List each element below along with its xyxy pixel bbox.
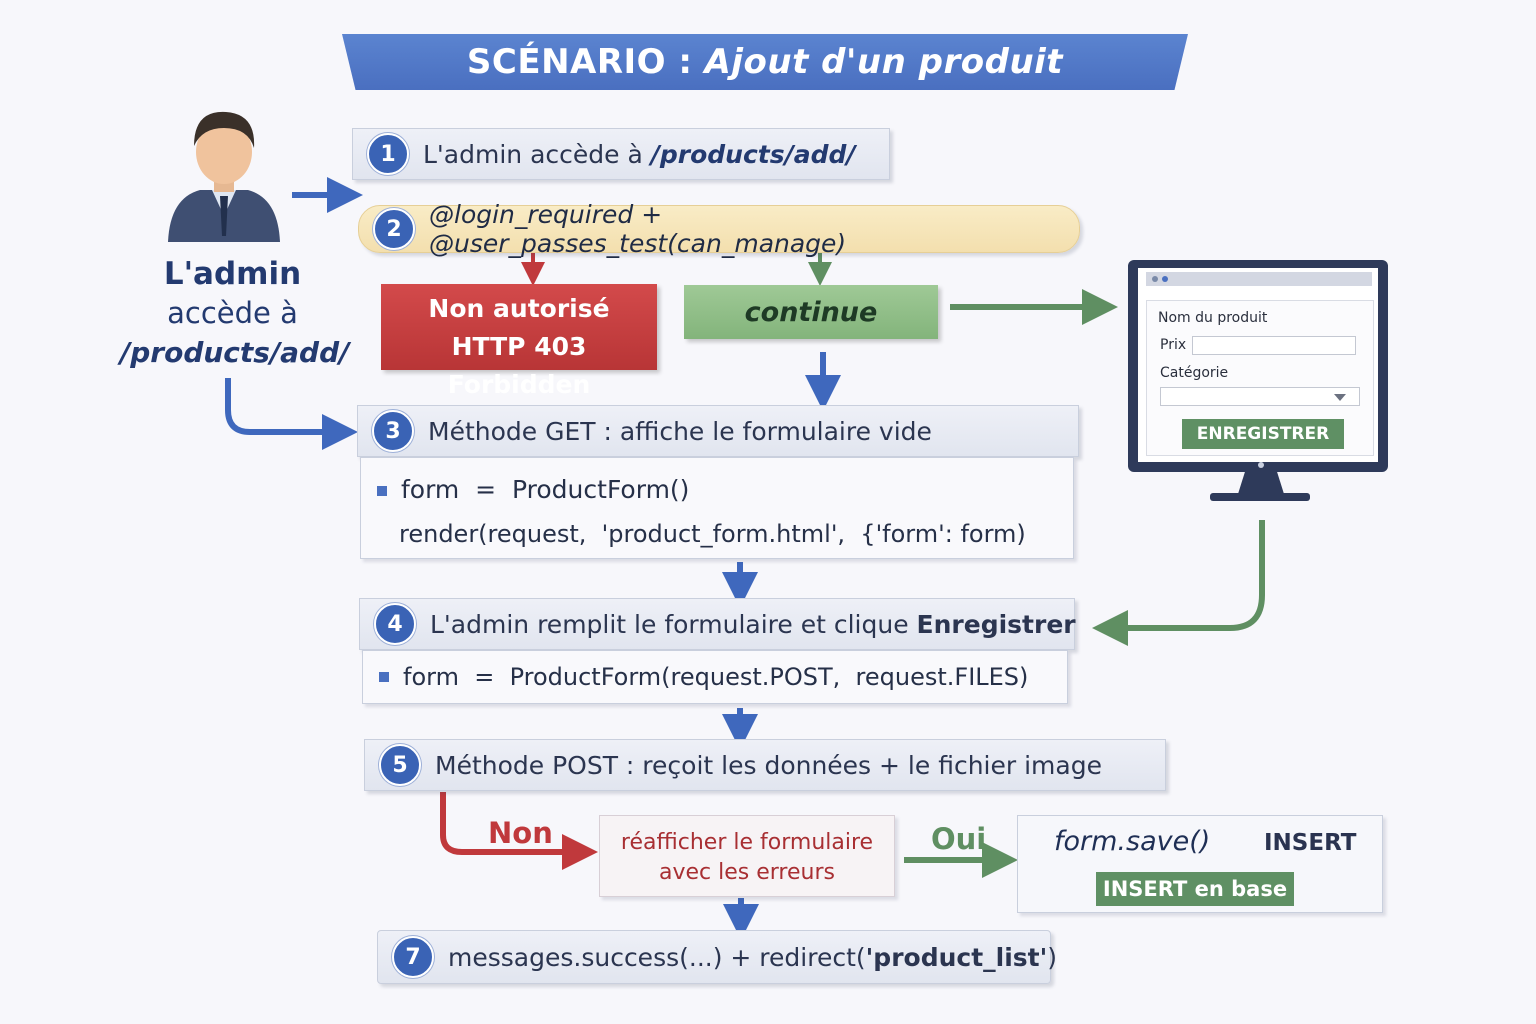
step-text: L'admin accède à	[423, 139, 651, 169]
code-line-1: form = ProductForm()	[401, 475, 690, 504]
bullet-icon	[377, 486, 387, 496]
no-label: Non	[488, 816, 553, 850]
forbidden-box: Non autorisé HTTP 403 Forbidden	[381, 284, 657, 399]
step-5: 5 Méthode POST : reçoit les données + le…	[364, 739, 1166, 791]
bullet-icon	[379, 672, 389, 682]
category-select[interactable]	[1160, 387, 1360, 406]
code-line-1: form = ProductForm(request.POST, request…	[403, 663, 1029, 691]
step-text-c: )	[1047, 942, 1058, 972]
step-3-code: form = ProductForm() render(request, 'pr…	[360, 457, 1074, 559]
arrow-form-to-step4	[1092, 520, 1265, 646]
window-dot-icon	[1152, 276, 1158, 282]
step-3: 3 Méthode GET : affiche le formulaire vi…	[357, 405, 1079, 457]
actor-line1: L'admin	[163, 256, 302, 292]
label-category: Catégorie	[1160, 365, 1229, 381]
forbidden-line1: Non autorisé	[428, 294, 610, 323]
step-text: Méthode GET : affiche le formulaire vide	[428, 416, 932, 446]
redisplay-line2: avec les erreurs	[659, 860, 835, 885]
code-line: form = ProductForm()	[377, 468, 1073, 512]
step-badge: 2	[373, 208, 415, 250]
code-line-2: render(request, 'product_form.html', {'f…	[399, 520, 1026, 548]
step-4: 4 L'admin remplit le formulaire et cliqu…	[359, 598, 1076, 650]
chevron-down-icon[interactable]	[1334, 394, 1346, 401]
monitor-power-dot	[1258, 462, 1264, 468]
step-badge: 3	[372, 410, 414, 452]
forbidden-line2: HTTP 403 Forbidden	[447, 332, 591, 399]
step-1: 1 L'admin accède à /products/add/	[352, 128, 890, 180]
continue-box: continue	[684, 285, 938, 339]
save-button[interactable]: ENREGISTRER	[1182, 419, 1344, 449]
step-badge: 4	[374, 603, 416, 645]
step-badge: 1	[367, 133, 409, 175]
monitor-base	[1210, 493, 1310, 501]
step-text-b: 'product_list'	[865, 942, 1048, 972]
step-2: 2 @login_required + @user_passes_test(ca…	[358, 200, 1080, 258]
save-insert: INSERT	[1264, 830, 1357, 856]
save-call: form.save()	[1054, 826, 1211, 857]
admin-avatar-icon	[160, 106, 288, 246]
actor-label: L'admin accède à /products/add/	[120, 255, 350, 372]
step-text-a: messages.success(...) + redirect(	[448, 942, 866, 972]
step-text: L'admin remplit le formulaire et clique	[430, 609, 917, 639]
window-dot-icon	[1162, 276, 1168, 282]
price-input[interactable]	[1192, 336, 1356, 355]
page-title: SCÉNARIO : Ajout d'un produit	[342, 34, 1188, 90]
form-preview: Nom du produit Prix Catégorie ENREGISTRE…	[1138, 268, 1378, 462]
step-badge: 7	[392, 936, 434, 978]
redisplay-line1: réafficher le formulaire	[620, 830, 874, 855]
step-badge: 5	[379, 744, 421, 786]
title-prefix: SCÉNARIO :	[466, 42, 693, 82]
label-price: Prix	[1160, 337, 1187, 353]
redisplay-box: réafficher le formulaire avec les erreur…	[599, 815, 895, 897]
step-4-code: form = ProductForm(request.POST, request…	[362, 650, 1068, 704]
continue-label: continue	[744, 296, 878, 328]
arrow-post-invalid	[440, 792, 598, 870]
save-box: form.save() INSERT INSERT en base	[1017, 815, 1383, 913]
step-path: /products/add/	[650, 139, 856, 169]
insert-db-badge: INSERT en base	[1096, 872, 1294, 906]
actor-line3: /products/add/	[120, 336, 350, 369]
monitor-neck	[1238, 472, 1284, 494]
step-text: Méthode POST : reçoit les données + le f…	[435, 750, 1102, 780]
step-bold: Enregistrer	[916, 609, 1076, 639]
label-name: Nom du produit	[1158, 310, 1268, 326]
title-main: Ajout d'un produit	[704, 42, 1064, 82]
actor-line2: accède à	[167, 296, 298, 330]
yes-label: Oui	[931, 822, 987, 856]
arrow-person-to-step3	[225, 378, 358, 450]
step-text: @login_required + @user_passes_test(can_…	[429, 200, 847, 258]
browser-bar	[1146, 272, 1372, 286]
step-7: 7 messages.success(...) + redirect( 'pro…	[377, 930, 1057, 984]
